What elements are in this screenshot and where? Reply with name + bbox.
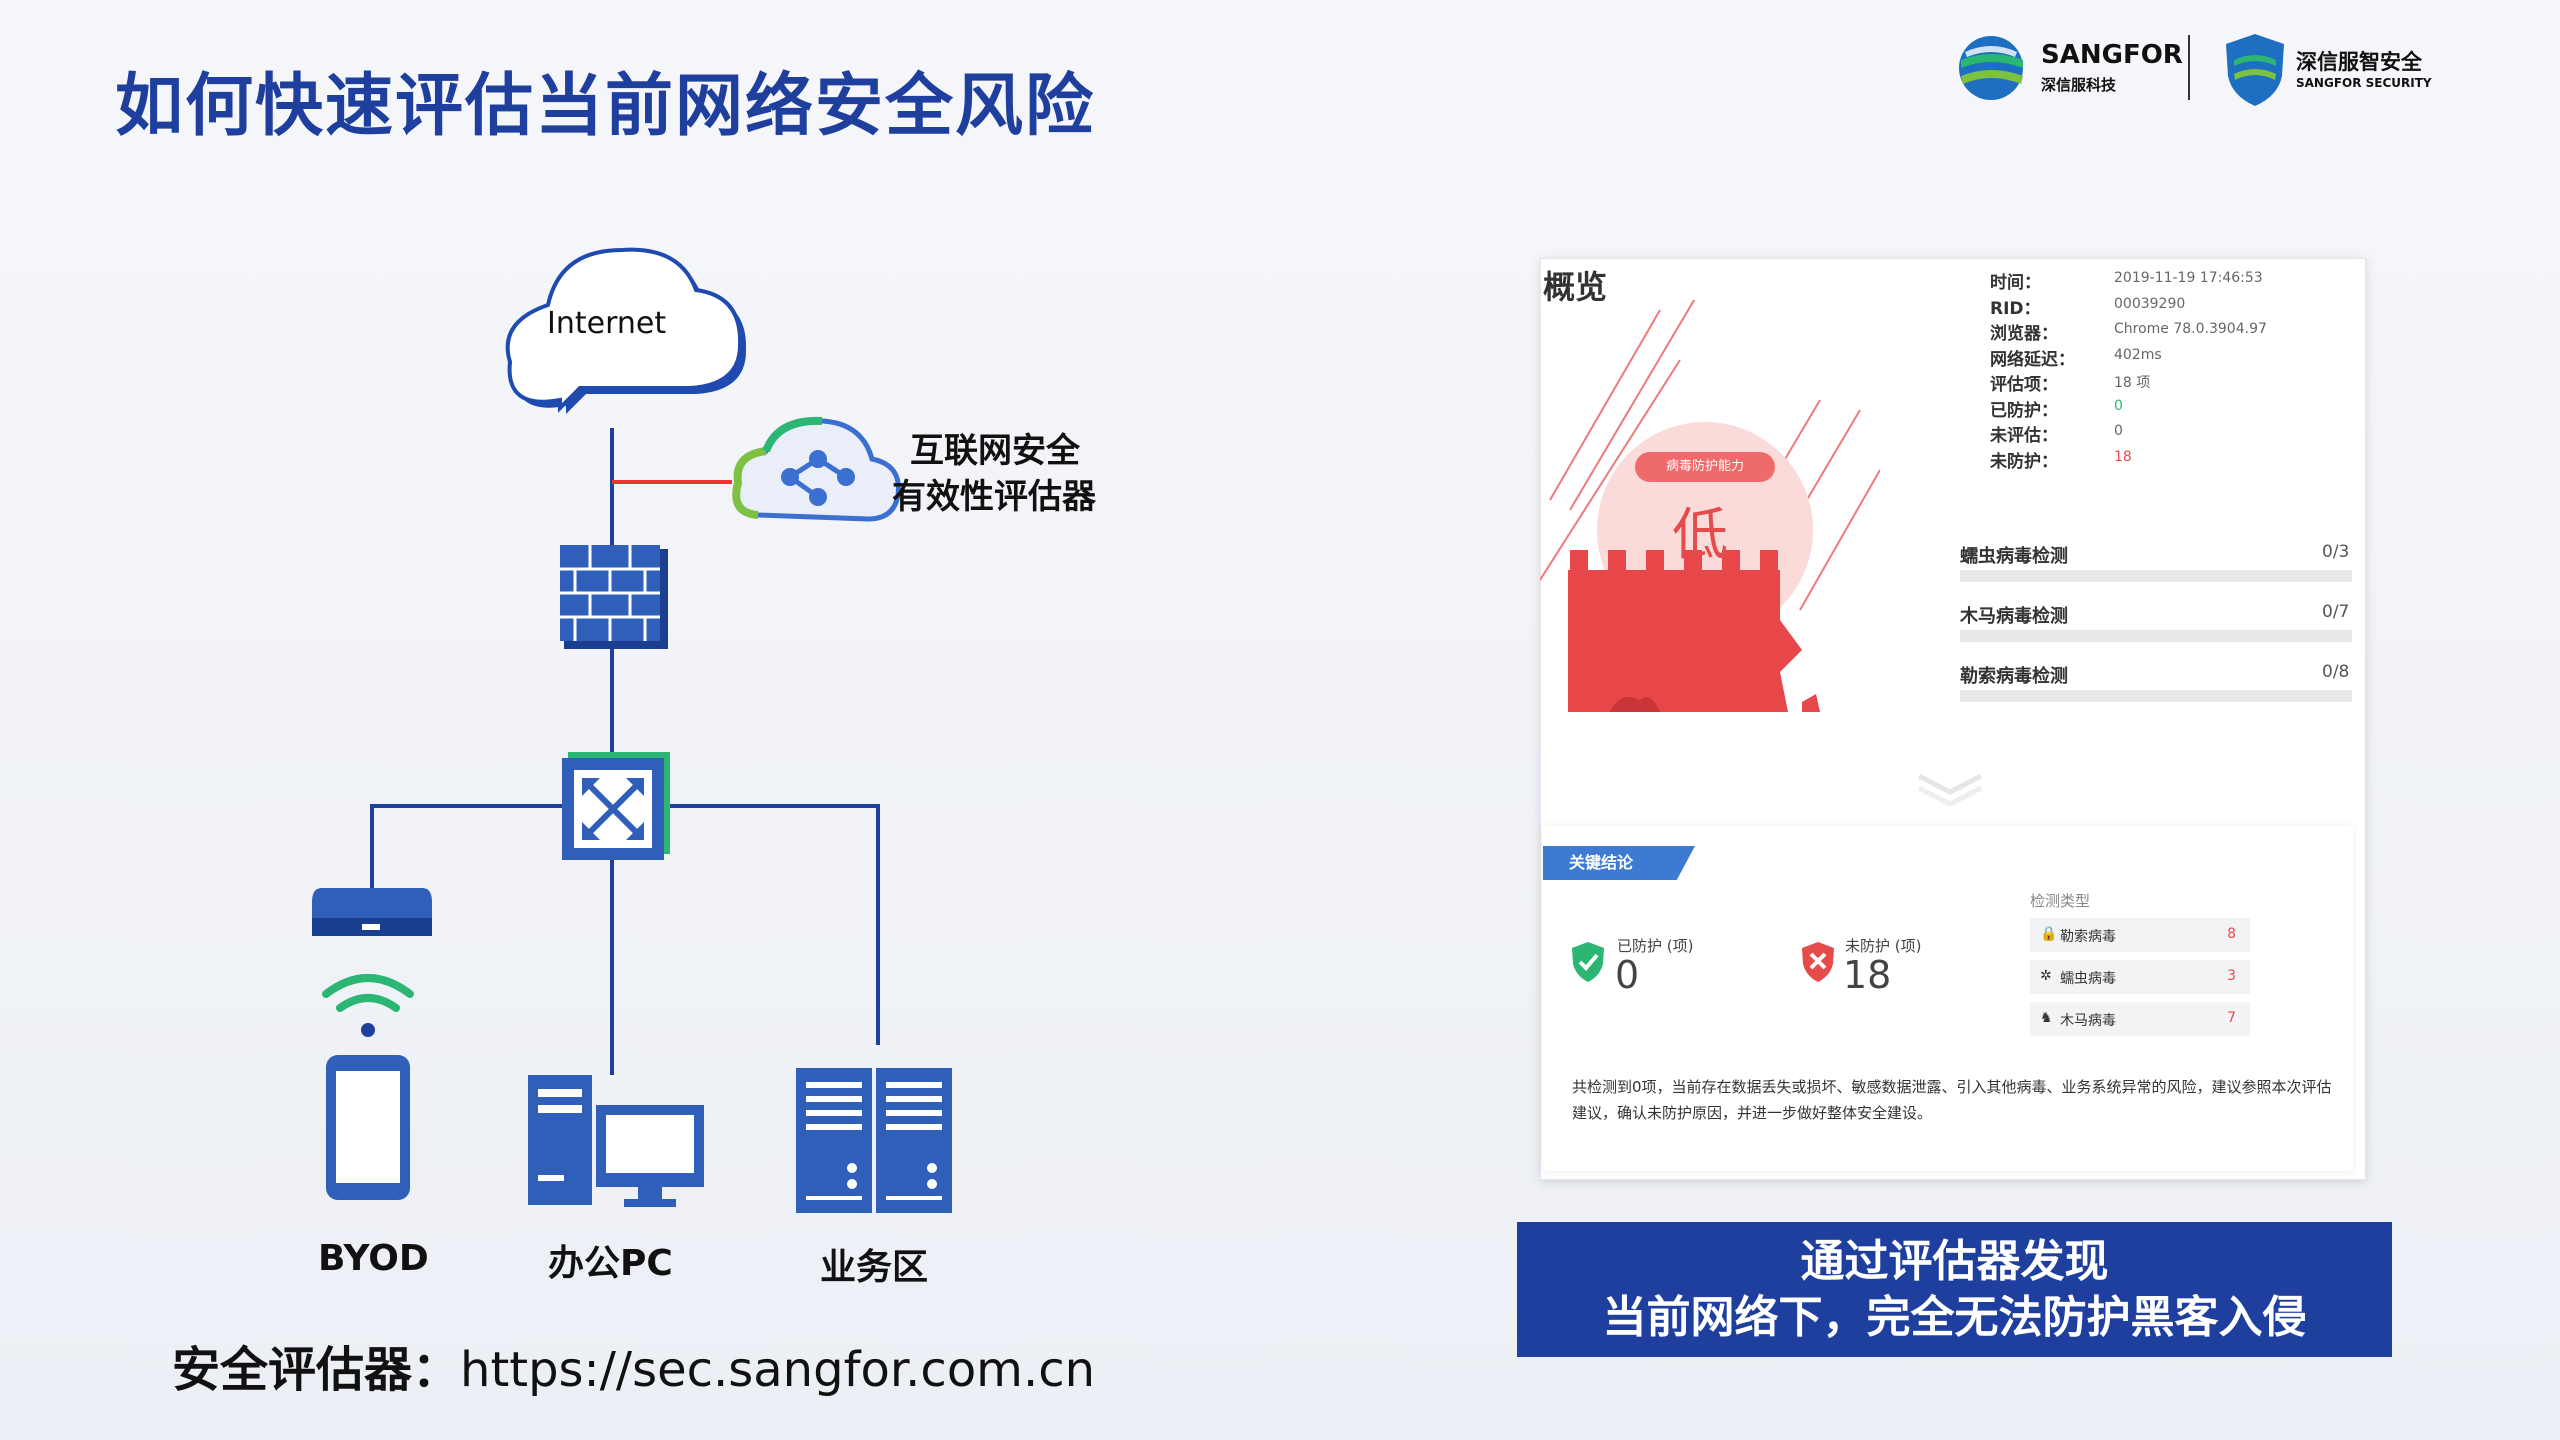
- evaluator-url-link[interactable]: https://sec.sangfor.com.cn: [460, 1342, 1096, 1398]
- finding-banner-line2: 当前网络下，完全无法防护黑客入侵: [1602, 1292, 2307, 1343]
- virus-protection-illustration: [1540, 300, 1880, 712]
- node-label-office-pc: 办公PC: [548, 1243, 673, 1284]
- detection-type-count: 7: [2227, 1010, 2236, 1026]
- diagram-links: [370, 428, 880, 1075]
- check-value: 0/3: [2322, 542, 2350, 562]
- sangfor-sub: 深信服科技: [2041, 76, 2117, 94]
- finding-banner-line1: 通过评估器发现: [1800, 1236, 2109, 1287]
- check-progress-bar: [1960, 630, 2352, 642]
- check-name: 木马病毒检测: [1960, 606, 2068, 627]
- evaluator-label-line1: 互联网安全: [910, 431, 1080, 471]
- detection-types-heading: 检测类型: [2030, 892, 2091, 910]
- info-key: 网络延迟：: [1990, 349, 2075, 370]
- check-value: 0/8: [2322, 662, 2350, 682]
- access-point-icon: [312, 888, 432, 936]
- unprotected-value: 18: [1843, 953, 1892, 997]
- finding-banner: 通过评估器发现 当前网络下，完全无法防护黑客入侵: [1517, 1222, 2392, 1357]
- assessment-summary: 共检测到0项，当前存在数据丢失或损坏、敏感数据泄露、引入其他病毒、业务系统异常的…: [1572, 1078, 2332, 1122]
- detection-type-name: 蠕虫病毒: [2060, 971, 2116, 987]
- overview-title: 概览: [1543, 268, 1608, 306]
- internet-label: Internet: [547, 306, 667, 341]
- wifi-dot-icon: [361, 1023, 375, 1037]
- info-key: 浏览器：: [1990, 324, 2058, 344]
- info-value: 18 项: [2114, 375, 2151, 391]
- info-key: 已防护：: [1990, 400, 2058, 421]
- info-key: 时间：: [1990, 273, 2041, 293]
- info-value: 0: [2114, 397, 2123, 414]
- castle-wall-icon: [1568, 550, 1802, 712]
- detection-type-name: 勒索病毒: [2060, 929, 2116, 945]
- security-sub: SANGFOR SECURITY: [2296, 76, 2432, 90]
- detection-type-row: ✲ 蠕虫病毒 3: [2030, 960, 2250, 994]
- check-name: 勒索病毒检测: [1960, 666, 2068, 687]
- info-value: 2019-11-19 17:46:53: [2114, 270, 2263, 286]
- info-key: 未评估：: [1990, 426, 2058, 446]
- level-badge-bg: [1635, 452, 1775, 482]
- check-progress-bar: [1960, 690, 2352, 702]
- switch-icon: [562, 752, 670, 860]
- sangfor-security-logo: 深信服智安全 SANGFOR SECURITY: [2220, 30, 2440, 110]
- check-progress-bar: [1960, 570, 2352, 582]
- pc-icon: [528, 1075, 704, 1207]
- info-key: 未防护：: [1990, 451, 2058, 472]
- bug-icon: ✲: [2040, 968, 2052, 984]
- detection-type-count: 3: [2227, 968, 2236, 984]
- evaluator-url-label: 安全评估器：: [172, 1342, 461, 1398]
- firewall-icon: [560, 545, 668, 649]
- lock-icon: 🔒: [2040, 926, 2058, 942]
- network-diagram: [312, 247, 952, 1213]
- sangfor-logo: SANGFOR 深信服科技: [1955, 30, 2195, 110]
- shield-x-icon: [1802, 942, 1834, 982]
- info-value: 402ms: [2114, 346, 2162, 363]
- evaluator-url-line: 安全评估器：https://sec.sangfor.com.cn: [172, 1330, 1095, 1400]
- detection-type-name: 木马病毒: [2060, 1013, 2116, 1029]
- detection-type-count: 8: [2227, 926, 2236, 942]
- info-value: 00039290: [2114, 295, 2186, 312]
- level-badge: 病毒防护能力: [1665, 459, 1744, 474]
- info-value: Chrome 78.0.3904.97: [2114, 321, 2267, 337]
- check-value: 0/7: [2322, 602, 2350, 622]
- key-conclusion-card: [1543, 826, 2353, 1171]
- key-conclusion-tag: 关键结论: [1543, 846, 1695, 880]
- detection-type-row: 🔒勒索病毒 8: [2030, 918, 2250, 952]
- security-name: 深信服智安全: [2296, 50, 2422, 74]
- wifi-icon: [322, 974, 414, 1012]
- unprotected-label: 未防护 (项): [1845, 937, 1922, 955]
- sangfor-name: SANGFOR: [2041, 40, 2183, 70]
- info-key: 评估项：: [1990, 375, 2058, 395]
- evaluator-label-line2: 有效性评估器: [892, 477, 1096, 517]
- info-value: 18: [2114, 448, 2132, 465]
- info-key: RID：: [1990, 298, 2041, 319]
- sangfor-globe-icon: [1959, 36, 2023, 100]
- shield-check-icon: [1572, 942, 1604, 982]
- protection-level: 低: [1672, 503, 1728, 568]
- internet-cloud-icon: [505, 247, 747, 414]
- server-icon: [796, 1068, 952, 1213]
- detection-type-row: ♞ 木马病毒 7: [2030, 1002, 2250, 1036]
- horse-icon: ♞: [2040, 1010, 2053, 1026]
- info-value: 0: [2114, 423, 2123, 439]
- protected-value: 0: [1615, 953, 1640, 997]
- phone-icon: [326, 1055, 410, 1200]
- page-title: 如何快速评估当前网络安全风险: [115, 67, 1096, 146]
- node-label-byod: BYOD: [318, 1238, 429, 1279]
- evaluator-cloud-icon: [732, 416, 901, 522]
- protected-label: 已防护 (项): [1617, 937, 1694, 955]
- check-name: 蠕虫病毒检测: [1960, 546, 2068, 567]
- node-label-business-zone: 业务区: [820, 1247, 929, 1288]
- logo-divider: [2188, 35, 2190, 100]
- scroll-down-chevron-icon[interactable]: [1915, 772, 1985, 808]
- shield-logo-icon: [2226, 34, 2284, 106]
